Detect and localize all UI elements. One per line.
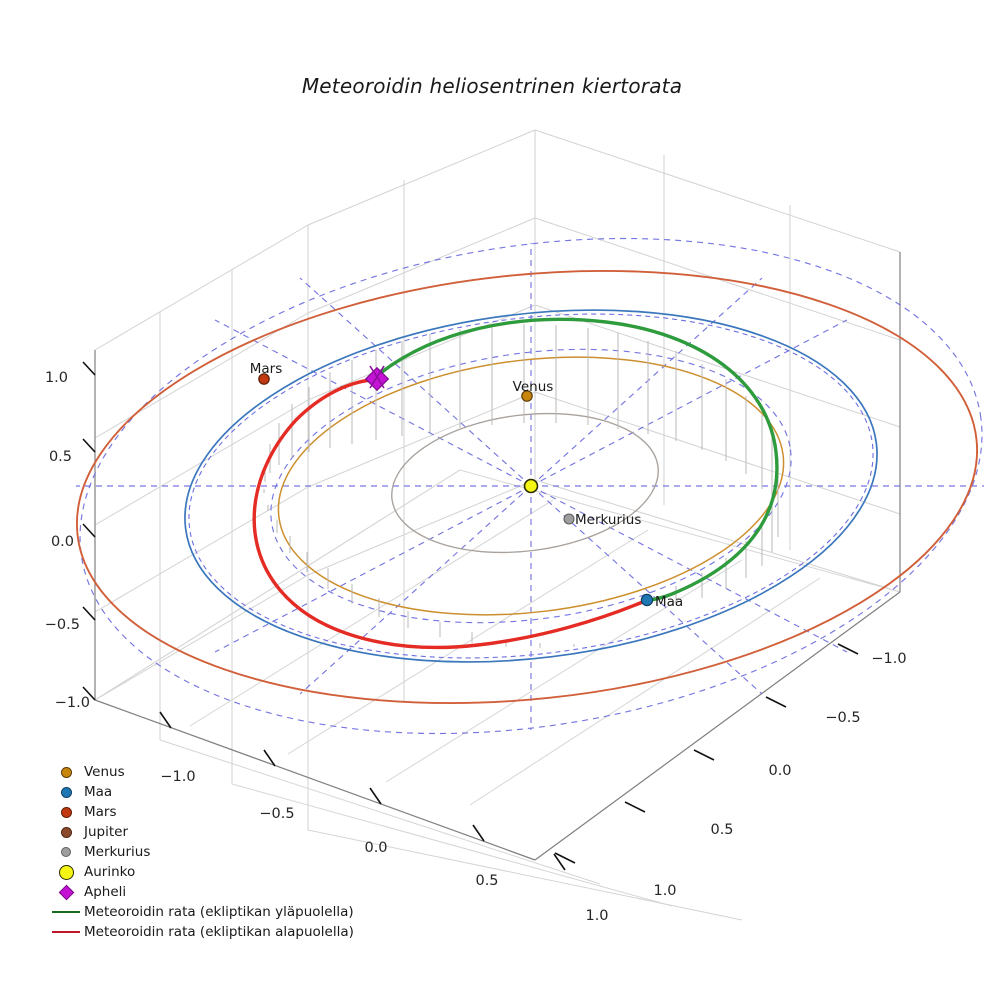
sun-marker xyxy=(523,478,539,494)
page-title: Meteoroidin heliosentrinen kiertorata xyxy=(301,74,683,98)
y-tick-label: −1.0 xyxy=(55,695,90,711)
mars-swatch-icon xyxy=(48,802,84,822)
legend-item-venus[interactable]: Venus xyxy=(48,762,378,782)
venus-orbit xyxy=(277,356,785,616)
y-tick-label: 0.5 xyxy=(49,449,72,465)
legend-item-mars[interactable]: Mars xyxy=(48,802,378,822)
legend-label: Meteoroidin rata (ekliptikan yläpuolella… xyxy=(84,904,354,920)
x-tick-label: 0.0 xyxy=(364,840,387,856)
z-tick-label: 1.0 xyxy=(653,883,676,899)
legend-label: Venus xyxy=(84,764,125,780)
x-tick-label: 0.5 xyxy=(475,873,498,889)
mercury-swatch-icon xyxy=(48,842,84,862)
y-tick-label: 0.0 xyxy=(51,534,74,550)
orbit-above-line-icon xyxy=(48,902,84,922)
venus-swatch-icon xyxy=(48,762,84,782)
legend: Venus Maa Mars Jupiter Merkurius xyxy=(48,762,378,942)
sun-swatch-icon xyxy=(48,862,84,882)
pane-yz xyxy=(94,224,309,830)
axis-spines xyxy=(94,252,901,861)
earth-orbit xyxy=(184,309,878,663)
aphelion-marker xyxy=(364,365,390,392)
meteoroid-orbit-above-ecliptic xyxy=(370,317,779,603)
meteoroid-orbit-below-ecliptic xyxy=(252,378,647,650)
z-tick-label: −0.5 xyxy=(825,710,860,726)
legend-label: Aurinko xyxy=(84,864,136,880)
earth-marker xyxy=(640,593,654,607)
radial-spokes xyxy=(76,243,984,730)
legend-label: Mars xyxy=(84,804,117,820)
legend-label: Maa xyxy=(84,784,113,800)
legend-item-orbit-below[interactable]: Meteoroidin rata (ekliptikan alapuolella… xyxy=(48,922,378,942)
mercury-marker xyxy=(563,513,575,525)
z-tick-label: −1.0 xyxy=(871,651,906,667)
reference-guides xyxy=(76,237,984,735)
reference-circle-inner xyxy=(270,348,792,624)
legend-item-aurinko[interactable]: Aurinko xyxy=(48,862,378,882)
aphelion-swatch-icon xyxy=(48,882,84,902)
reference-circle-outer xyxy=(79,237,983,735)
venus-label: Venus xyxy=(513,379,554,395)
jupiter-swatch-icon xyxy=(48,822,84,842)
legend-label: Meteoroidin rata (ekliptikan alapuolella… xyxy=(84,924,354,940)
venus-marker xyxy=(521,390,533,402)
orbit-below-line-icon xyxy=(48,922,84,942)
mars-label: Mars xyxy=(250,361,283,377)
y-tick-label: −0.5 xyxy=(45,617,80,633)
legend-label: Jupiter xyxy=(84,824,129,840)
axes3d-panes xyxy=(93,129,902,921)
mars-orbit xyxy=(75,269,979,705)
z-tick-label: 0.5 xyxy=(710,822,733,838)
meteoroid-drop-lines xyxy=(263,324,779,648)
legend-item-orbit-above[interactable]: Meteoroidin rata (ekliptikan yläpuolella… xyxy=(48,902,378,922)
z-axis-ticks xyxy=(554,643,859,864)
x-tick-label: 1.0 xyxy=(585,908,608,924)
legend-item-maa[interactable]: Maa xyxy=(48,782,378,802)
legend-item-jupiter[interactable]: Jupiter xyxy=(48,822,378,842)
earth-label: Maa xyxy=(655,594,683,610)
y-axis-ticks xyxy=(82,361,96,701)
x-tick-label: −1.0 xyxy=(160,769,195,785)
legend-label: Merkurius xyxy=(84,844,151,860)
y-tick-label: 1.0 xyxy=(45,370,68,386)
mars-marker xyxy=(258,373,270,385)
mercury-orbit xyxy=(391,412,659,554)
earth-swatch-icon xyxy=(48,782,84,802)
x-tick-label: −0.5 xyxy=(259,806,294,822)
legend-item-apheli[interactable]: Apheli xyxy=(48,882,378,902)
mercury-label: Merkurius xyxy=(575,512,641,528)
legend-item-merkurius[interactable]: Merkurius xyxy=(48,842,378,862)
earth-orbit-projection xyxy=(188,313,874,659)
legend-label: Apheli xyxy=(84,884,127,900)
x-axis-ticks xyxy=(159,711,566,871)
z-tick-label: 0.0 xyxy=(768,763,791,779)
